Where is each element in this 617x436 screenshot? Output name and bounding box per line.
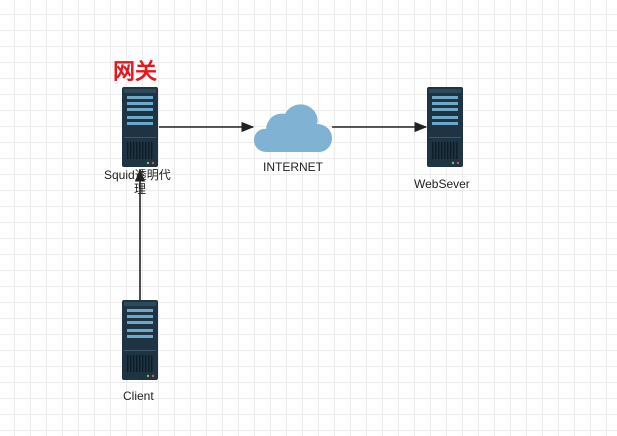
- internet-label: INTERNET: [263, 160, 323, 174]
- server-icon: [122, 300, 158, 380]
- squid-label-line2: 理: [134, 182, 147, 196]
- server-icon: [427, 87, 463, 167]
- squid-label-line1: Squid透明代: [104, 168, 171, 182]
- server-icon: [122, 87, 158, 167]
- client-label: Client: [123, 389, 154, 403]
- cloud-icon: [254, 104, 332, 152]
- webserver-label: WebSever: [414, 177, 470, 191]
- gateway-title: 网关: [113, 60, 158, 85]
